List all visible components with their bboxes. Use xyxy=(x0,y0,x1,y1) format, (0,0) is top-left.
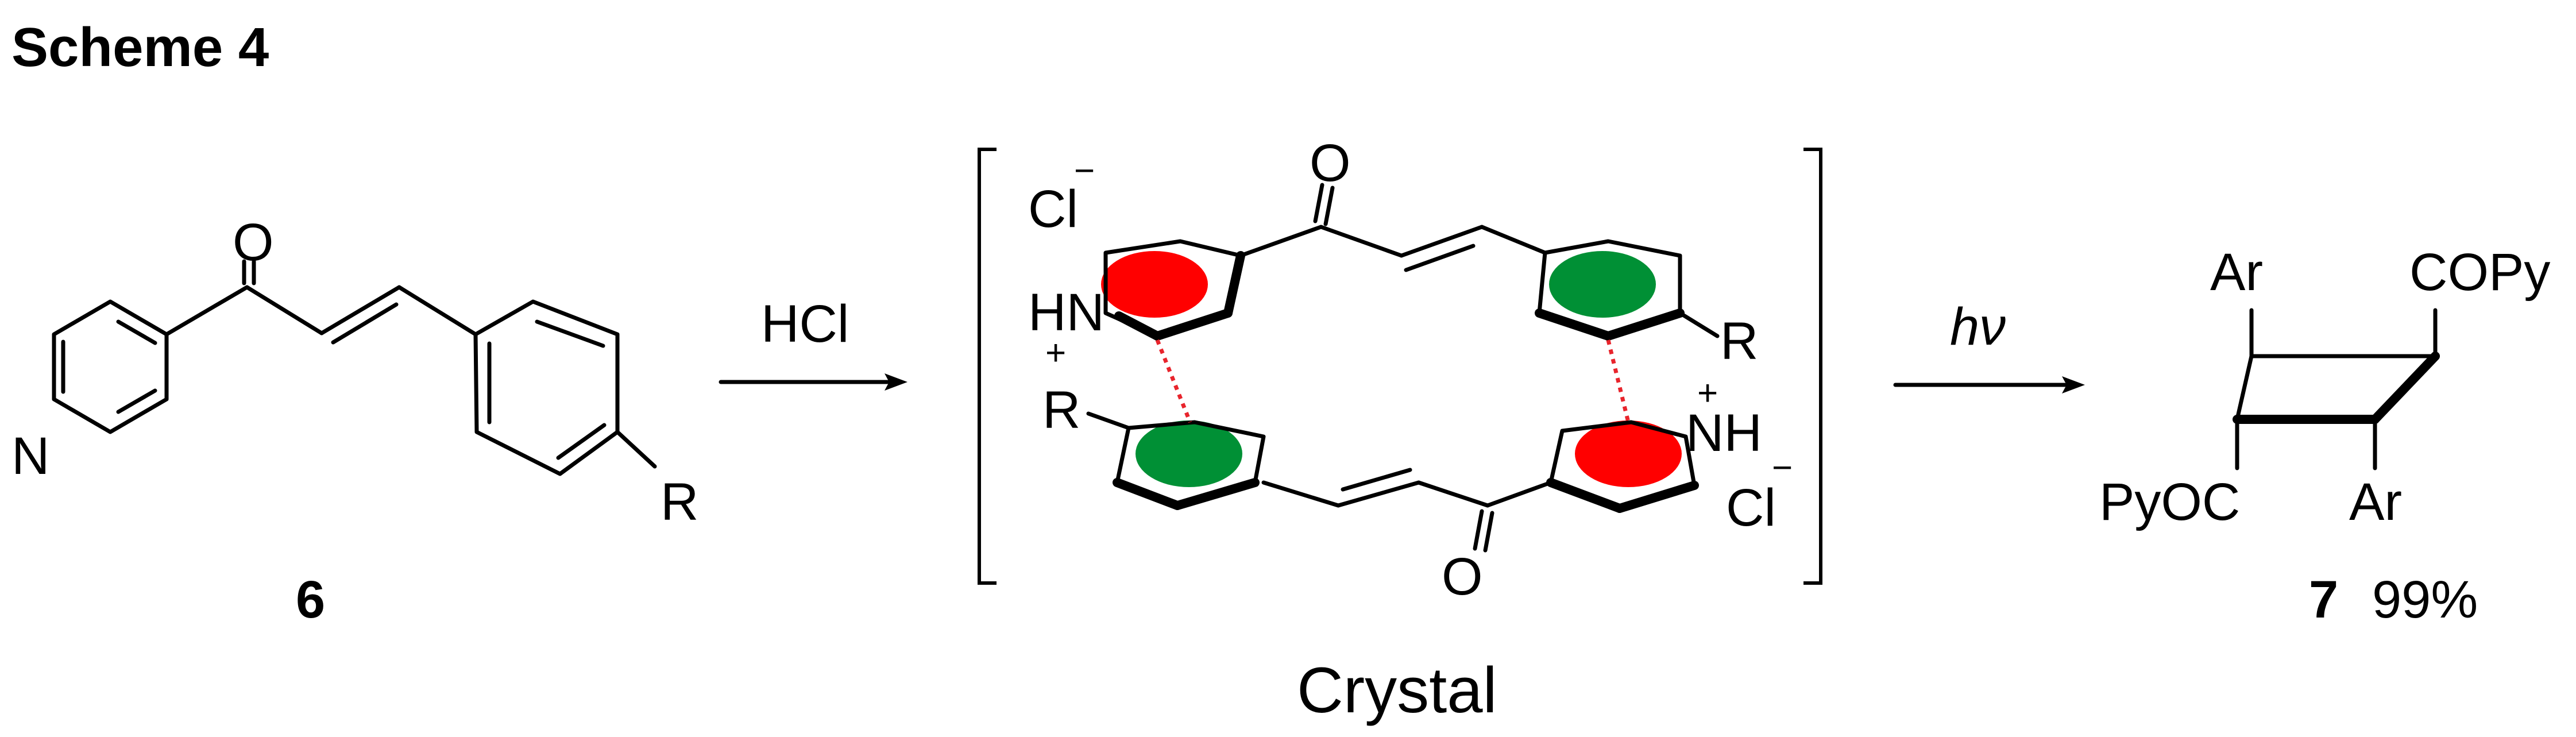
reaction-arrow-1-head xyxy=(885,373,907,391)
product-substituent-bottom-left: PyOC xyxy=(2099,473,2240,531)
reaction-arrow-2-head xyxy=(2062,376,2085,393)
alkene-bond xyxy=(319,285,401,335)
complex-chloride-right-charge: − xyxy=(1772,448,1793,488)
aryl-ring-fill-lower xyxy=(1136,420,1242,487)
complex-nh-right: NH xyxy=(1686,404,1762,462)
salt-complex-structure xyxy=(978,148,1822,585)
reactant-oxygen-label: O xyxy=(233,213,274,272)
complex-r-left: R xyxy=(1042,381,1080,439)
reactant-structure xyxy=(52,259,657,476)
complex-chloride-left: Cl xyxy=(1028,180,1078,238)
step1-reagent: HCl xyxy=(761,295,849,353)
stacking-contact-right xyxy=(1606,339,1631,423)
cyclobutane-bond-right xyxy=(2370,352,2440,424)
product-substituent-bottom-right: Ar xyxy=(2349,473,2402,531)
pyridine-ring xyxy=(52,299,169,434)
cyclobutane-bond-left xyxy=(2235,354,2254,422)
scheme-title: Scheme 4 xyxy=(11,17,269,78)
aryl-ring-fill-upper xyxy=(1549,251,1656,318)
step2-reagent: hν xyxy=(1950,298,2006,356)
right-bracket xyxy=(1803,148,1822,585)
complex-nh-left: HN xyxy=(1028,283,1104,342)
pyridinium-ring-fill-lower xyxy=(1575,420,1682,487)
lower-alkene-bond xyxy=(1336,480,1421,508)
complex-caption: Crystal xyxy=(1297,654,1497,726)
reactant-compound-number: 6 xyxy=(296,570,325,629)
upper-alkene-bond xyxy=(1399,225,1484,258)
complex-chloride-left-charge: − xyxy=(1074,151,1095,191)
product-yield: 99% xyxy=(2372,570,2478,629)
product-substituent-top-left: Ar xyxy=(2210,243,2263,302)
carbonyl-bond xyxy=(164,285,249,337)
product-compound-number: 7 xyxy=(2309,570,2338,629)
product-substituent-top-right: COPy xyxy=(2409,243,2550,302)
complex-nh-left-charge: + xyxy=(1045,333,1066,373)
complex-nh-right-charge: + xyxy=(1697,373,1718,413)
pyridinium-ring-fill-upper xyxy=(1101,251,1208,318)
left-bracket xyxy=(978,148,997,585)
reactant-nitrogen-label: N xyxy=(11,427,49,485)
complex-oxygen-bottom: O xyxy=(1442,547,1483,606)
reactant-r-label: R xyxy=(661,473,698,531)
product-structure xyxy=(2233,308,2440,470)
complex-oxygen-top: O xyxy=(1310,134,1351,192)
stacking-contact-left xyxy=(1155,339,1192,423)
aryl-ring xyxy=(473,299,620,476)
complex-r-right: R xyxy=(1720,312,1758,371)
complex-chloride-right: Cl xyxy=(1726,479,1776,537)
